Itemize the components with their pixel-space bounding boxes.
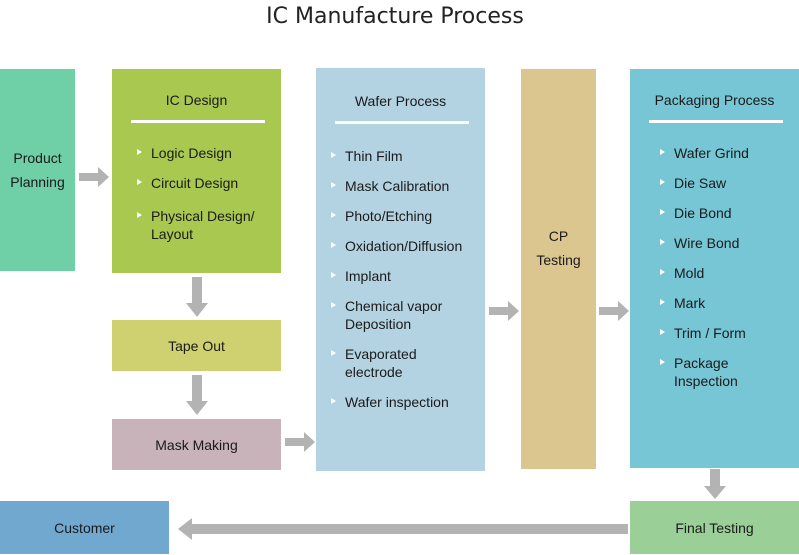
bullet-triangle-icon (660, 239, 665, 245)
arrow-right-icon (599, 301, 629, 321)
final-testing-box: Final Testing (630, 501, 799, 554)
tape-out-box: Tape Out (112, 320, 281, 371)
arrow-down-icon (186, 277, 208, 317)
list-item: Wafer Grind (660, 144, 795, 162)
bullet-triangle-icon (331, 398, 336, 404)
bullet-triangle-icon (660, 269, 665, 275)
diagram-title: IC Manufacture Process (266, 4, 524, 29)
mask-making-label: Mask Making (155, 436, 238, 453)
cp-testing-label-line1: CP (548, 228, 569, 244)
packaging-process-header: Packaging Process (654, 92, 775, 108)
list-item: Wafer inspection (331, 393, 483, 411)
bullet-triangle-icon (137, 179, 142, 185)
list-item: Trim / Form (660, 324, 795, 342)
bullet-triangle-icon (331, 152, 336, 158)
arrow-down-icon (186, 375, 208, 415)
bullet-triangle-icon (660, 149, 665, 155)
arrow-left-icon (178, 518, 628, 540)
bullet-triangle-icon (660, 209, 665, 215)
cp-testing-label-line2: Testing (536, 252, 581, 268)
ic-design-divider (131, 120, 265, 123)
bullet-triangle-icon (331, 212, 336, 218)
list-item: Mark (660, 294, 795, 312)
cp-testing-box: CP Testing (521, 69, 596, 469)
bullet-triangle-icon (137, 212, 142, 218)
tape-out-label: Tape Out (168, 337, 225, 354)
list-item: Mask Calibration (331, 177, 483, 195)
final-testing-label: Final Testing (675, 519, 754, 536)
wafer-process-divider (335, 121, 469, 124)
arrow-down-icon (704, 469, 726, 499)
list-item: Wire Bond (660, 234, 795, 252)
list-item: Chemical vapor Deposition (331, 297, 455, 333)
ic-design-list: Logic Design Circuit Design Physical Des… (137, 144, 277, 243)
bullet-triangle-icon (331, 272, 336, 278)
packaging-process-box: Packaging Process Wafer Grind Die Saw Di… (630, 69, 799, 468)
wafer-process-list: Thin Film Mask Calibration Photo/Etching… (331, 147, 483, 411)
list-item: Die Bond (660, 204, 795, 222)
wafer-process-box: Wafer Process Thin Film Mask Calibration… (316, 68, 485, 471)
list-item: Implant (331, 267, 483, 285)
bullet-triangle-icon (137, 149, 142, 155)
bullet-triangle-icon (660, 299, 665, 305)
arrow-right-icon (79, 167, 109, 187)
bullet-triangle-icon (331, 302, 336, 308)
list-item: Mold (660, 264, 795, 282)
list-item: Package Inspection (660, 354, 754, 390)
ic-design-header: IC Design (165, 92, 228, 108)
list-item: Photo/Etching (331, 207, 483, 225)
list-item: Physical Design/ Layout (137, 207, 277, 243)
product-planning-label-line2: Planning (10, 174, 65, 190)
product-planning-box: Product Planning (0, 69, 75, 271)
list-item: Oxidation/Diffusion (331, 237, 483, 255)
bullet-triangle-icon (660, 179, 665, 185)
list-item: Evaporated electrode (331, 345, 435, 381)
packaging-process-divider (649, 120, 783, 123)
bullet-triangle-icon (660, 329, 665, 335)
list-item: Circuit Design (137, 174, 277, 192)
customer-box: Customer (0, 501, 169, 554)
bullet-triangle-icon (331, 350, 336, 356)
bullet-triangle-icon (660, 359, 665, 365)
mask-making-box: Mask Making (112, 419, 281, 470)
bullet-triangle-icon (331, 242, 336, 248)
arrow-right-icon (489, 301, 519, 321)
packaging-process-list: Wafer Grind Die Saw Die Bond Wire Bond M… (660, 144, 795, 390)
bullet-triangle-icon (331, 182, 336, 188)
list-item: Logic Design (137, 144, 277, 162)
wafer-process-header: Wafer Process (354, 93, 447, 109)
arrow-right-icon (285, 432, 315, 452)
customer-label: Customer (54, 519, 115, 536)
list-item: Thin Film (331, 147, 483, 165)
product-planning-label-line1: Product (13, 150, 62, 166)
list-item: Die Saw (660, 174, 795, 192)
ic-design-box: IC Design Logic Design Circuit Design Ph… (112, 69, 281, 273)
